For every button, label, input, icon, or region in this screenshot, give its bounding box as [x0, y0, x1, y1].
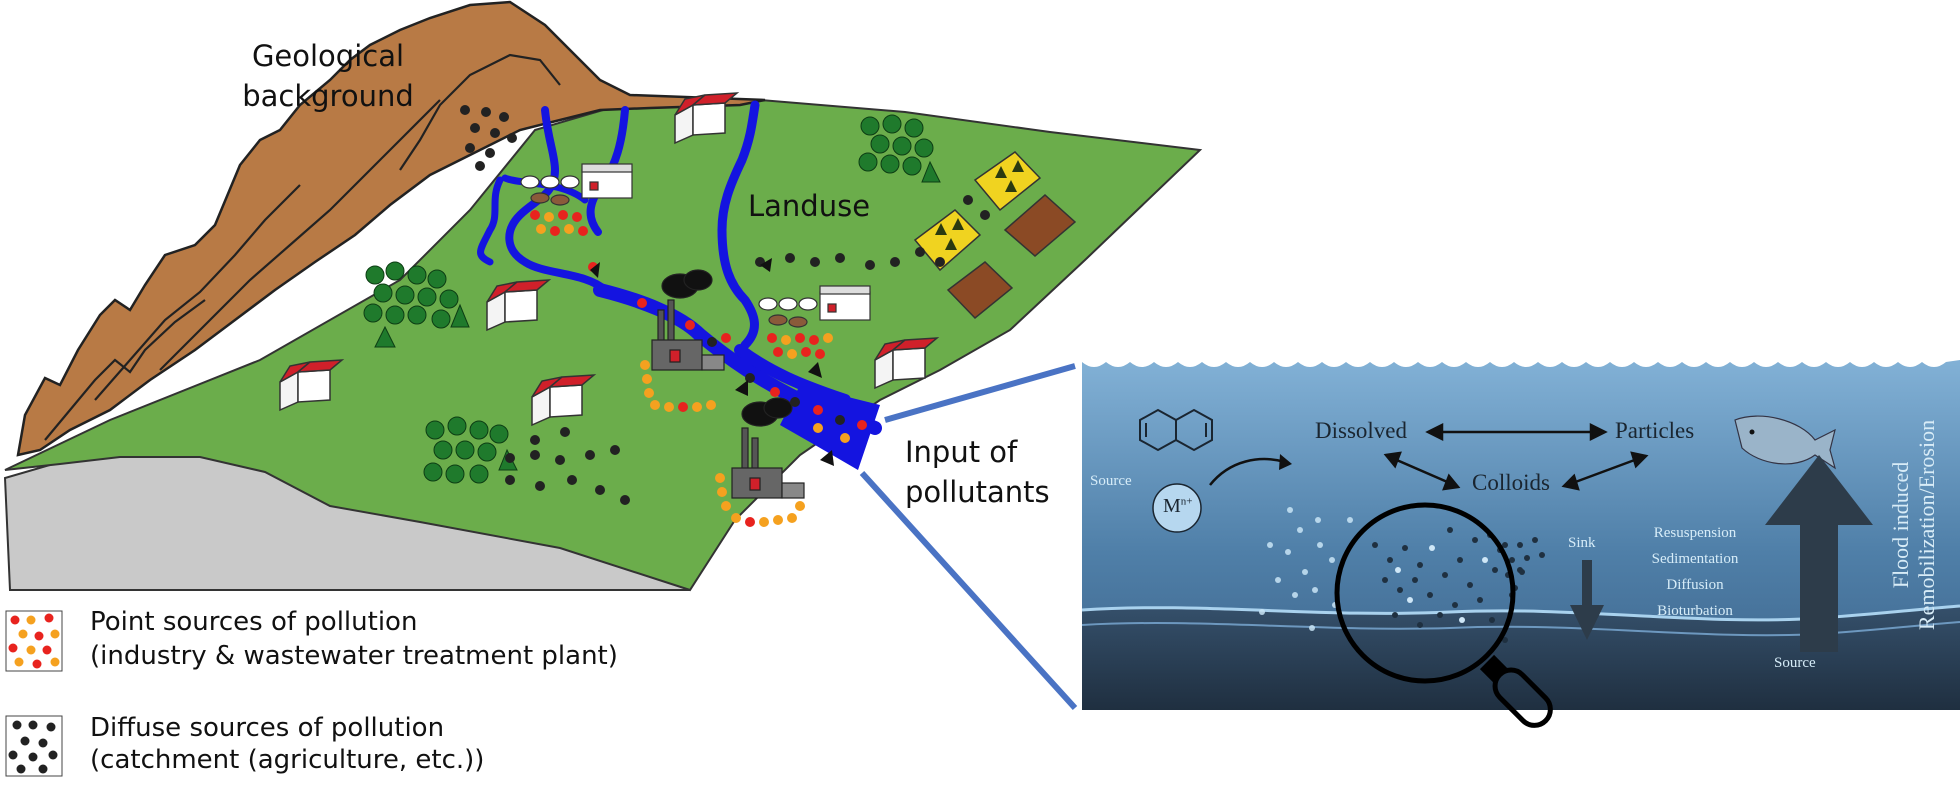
vertical-line-2: Remobilization/Erosion — [1914, 419, 1939, 631]
legend-point-title: Point sources of pollution — [90, 607, 418, 637]
metal-ion-label: Mn+ — [1163, 495, 1193, 518]
vertical-line-1: Flood induced — [1888, 461, 1913, 589]
zoom-connector-lines — [859, 363, 1078, 711]
house-icons — [279, 92, 940, 427]
fish-icon — [1734, 415, 1837, 470]
green-land — [4, 98, 1203, 592]
treatment-plant-icons — [520, 163, 871, 328]
source-left-label: Source — [1090, 473, 1132, 489]
process-list: Resuspension Sedimentation Diffusion Bio… — [1630, 520, 1760, 624]
legend-diffuse-desc: (catchment (agriculture, etc.)) — [90, 745, 485, 775]
sink-label: Sink — [1568, 535, 1596, 551]
dissolved-label: Dissolved — [1315, 418, 1407, 443]
river-mouth — [780, 385, 880, 470]
metal-ion-symbol: M — [1163, 495, 1181, 517]
particle-scatter — [1259, 507, 1545, 643]
particles-label: Particles — [1615, 418, 1695, 443]
legend-point-desc: (industry & wastewater treatment plant) — [90, 641, 618, 671]
flood-remobilization-label: Flood induced Remobilization/Erosion — [1888, 390, 1940, 660]
metal-ion-charge: n+ — [1180, 495, 1193, 508]
mountain-ridges — [44, 53, 561, 441]
geology-label: Geological background — [242, 39, 414, 113]
source-arrow — [1765, 455, 1873, 652]
process-diffusion: Diffusion — [1666, 577, 1724, 593]
point-source-clusters — [530, 210, 833, 527]
naphthalene-icon — [1139, 408, 1213, 452]
metal-ion-icon — [1152, 483, 1202, 533]
sink-arrow — [1570, 560, 1604, 640]
process-resuspension: Resuspension — [1653, 525, 1737, 541]
field-icons — [913, 151, 1077, 320]
forest-icons — [363, 114, 941, 484]
landuse-label: Landuse — [748, 189, 871, 223]
flow-arrows — [590, 258, 834, 466]
process-sedimentation: Sedimentation — [1651, 551, 1739, 567]
factory-icons — [651, 269, 805, 499]
legend-point-swatch — [5, 610, 63, 672]
mountain-diffuse-dots — [460, 105, 517, 171]
legend-diffuse-swatch — [5, 715, 63, 777]
phase-arrows — [1383, 422, 1649, 491]
land-diffuse-dots — [505, 195, 990, 505]
curved-arrow — [1209, 454, 1292, 486]
input-label: Input of pollutants — [905, 435, 1050, 509]
colloids-label: Colloids — [1472, 470, 1550, 495]
process-bioturbation: Bioturbation — [1657, 603, 1733, 619]
source-right-label: Source — [1774, 655, 1816, 671]
mountains — [16, 0, 766, 457]
river-point-dots — [588, 262, 867, 443]
legend-diffuse-title: Diffuse sources of pollution — [90, 713, 445, 743]
